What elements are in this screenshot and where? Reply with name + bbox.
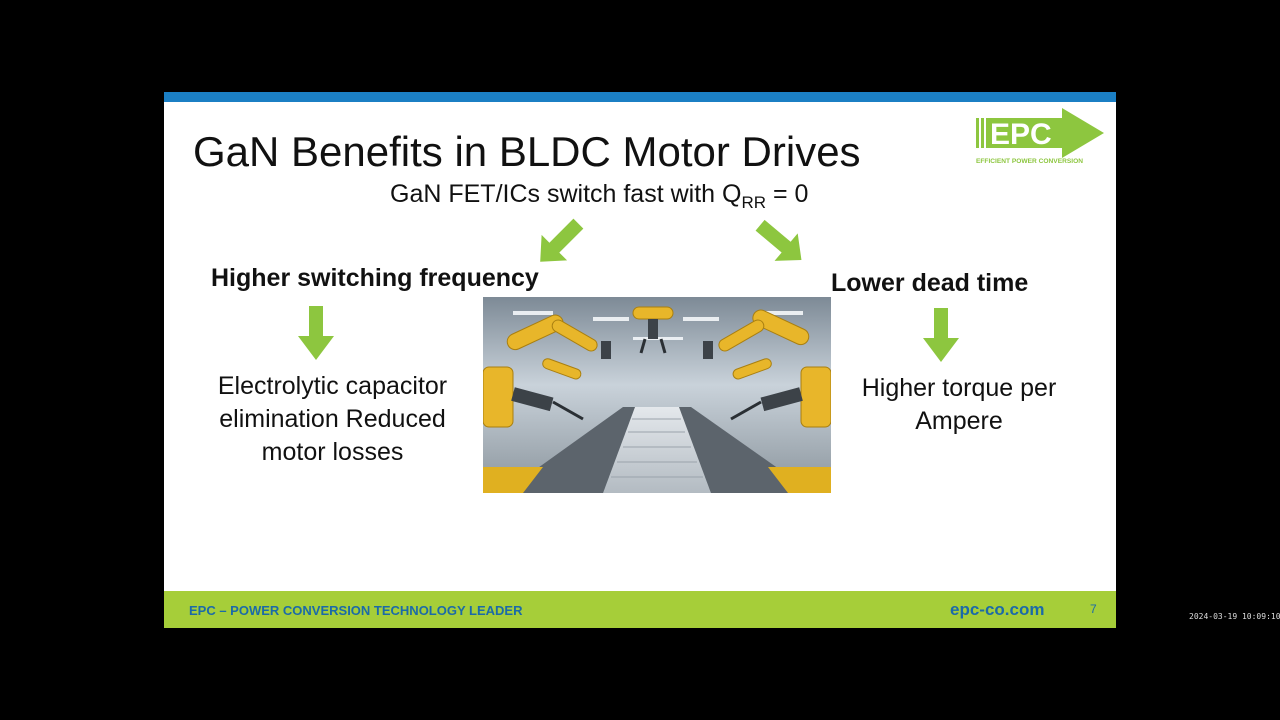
slide-subtitle: GaN FET/ICs switch fast with QRR = 0 xyxy=(390,180,809,212)
recording-timestamp: 2024-03-19 10:09:10 xyxy=(1189,612,1280,621)
presentation-slide: GaN Benefits in BLDC Motor Drives EPC EF… xyxy=(164,92,1116,628)
heading-higher-switching-frequency: Higher switching frequency xyxy=(211,264,539,292)
slide-title: GaN Benefits in BLDC Motor Drives xyxy=(193,128,861,175)
footer-bar: EPC – POWER CONVERSION TECHNOLOGY LEADER… xyxy=(164,591,1116,628)
robot-arms-photo xyxy=(483,297,831,493)
slide-page-number: 7 xyxy=(1090,602,1097,616)
footer-tagline: EPC – POWER CONVERSION TECHNOLOGY LEADER xyxy=(189,603,523,618)
benefit-text-right: Higher torque per Ampere xyxy=(861,374,1057,435)
heading-lower-dead-time: Lower dead time xyxy=(831,269,1029,297)
arrow-down-left-icon xyxy=(540,218,584,262)
top-accent-bar xyxy=(164,92,1116,102)
arrow-down-icon xyxy=(298,306,334,360)
arrow-down-icon xyxy=(923,308,959,362)
subscript-rr: RR xyxy=(741,193,767,212)
logo-tagline: EFFICIENT POWER CONVERSION xyxy=(976,158,1083,165)
logo-text: EPC xyxy=(990,118,1052,151)
footer-website-link[interactable]: epc-co.com xyxy=(950,600,1045,619)
benefit-text-left: Electrolytic capacitor elimination Reduc… xyxy=(217,372,448,466)
arrow-down-right-icon xyxy=(755,219,802,261)
epc-logo: EPC EFFICIENT POWER CONVERSION xyxy=(976,108,1104,165)
